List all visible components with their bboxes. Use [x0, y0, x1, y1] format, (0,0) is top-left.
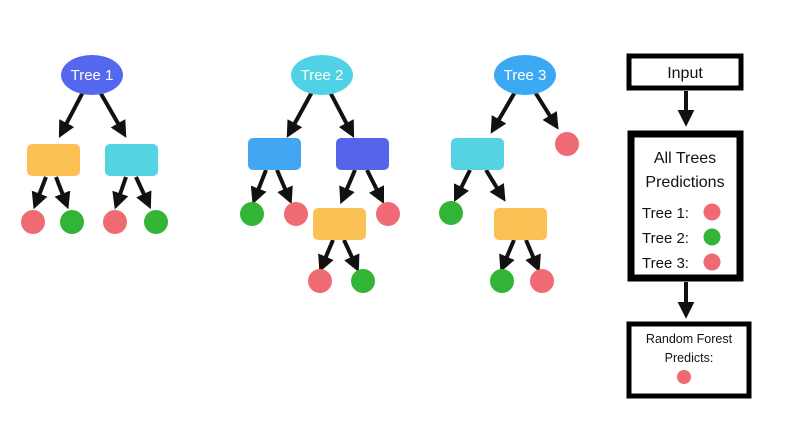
tree-1-edge-root-left: [58, 91, 85, 138]
tree-2-root-node: [291, 55, 353, 95]
predictions-box: [627, 130, 744, 282]
tree-2-leaf-green: [240, 202, 264, 226]
tree-1-root-node: [61, 55, 123, 95]
tree-3-edge-root-left: [490, 90, 517, 134]
tree-2-edge: [250, 169, 268, 205]
tree-3-split-node-left: [451, 138, 504, 170]
tree-2-leaf-red: [284, 202, 308, 226]
tree-2-edge: [339, 169, 357, 205]
tree-1-leaf-green: [60, 210, 84, 234]
tree-1-leaf-red: [21, 210, 45, 234]
predictions-title-line2: Predictions: [645, 174, 724, 191]
prediction-dot-red: [703, 203, 721, 221]
tree-3-root-node: [494, 55, 556, 95]
tree-1-edge-root-right: [98, 91, 127, 138]
result-dot-red: [677, 370, 691, 384]
tree-2-leaf-red: [308, 269, 332, 293]
tree-1: Tree 1: [21, 55, 168, 234]
tree-2-edge-root-right: [328, 91, 355, 138]
tree-3-edge: [453, 169, 472, 203]
prediction-dot-green: [703, 228, 721, 246]
input-label: Input: [667, 65, 703, 82]
tree-3-edge: [524, 239, 541, 273]
tree-3: Tree 3: [439, 55, 579, 293]
tree-2-edge: [365, 169, 385, 205]
aggregation-panel: Input All Trees Predictions Tree 1: Tree…: [626, 53, 752, 399]
result-box: [626, 321, 752, 399]
tree-3-leaf-green: [439, 201, 463, 225]
tree-2-leaf-green: [351, 269, 375, 293]
tree-1-edge: [134, 176, 152, 210]
tree-3-edge: [499, 239, 516, 273]
tree-2: Tree 2: [240, 55, 400, 293]
tree-1-leaf-red: [103, 210, 127, 234]
tree-1-split-node-left: [27, 144, 80, 176]
tree-3-leaf-red: [530, 269, 554, 293]
tree-2-leaf-red: [376, 202, 400, 226]
tree-1-edge: [54, 176, 71, 210]
prediction-row-label: Tree 2:: [642, 230, 689, 247]
tree-2-edge: [275, 169, 293, 205]
tree-3-label: Tree 3: [504, 67, 547, 84]
tree-3-leaf-red: [555, 132, 579, 156]
prediction-row-label: Tree 3:: [642, 255, 689, 272]
prediction-dot-red: [703, 253, 721, 271]
tree-2-edge: [318, 239, 335, 273]
result-title-line1: Random Forest: [646, 332, 733, 346]
tree-2-edge: [342, 239, 360, 273]
predictions-title-line1: All Trees: [654, 150, 716, 167]
tree-3-edge: [484, 168, 506, 202]
tree-1-edge: [112, 176, 129, 210]
tree-2-split-node-right: [336, 138, 389, 170]
prediction-row-label: Tree 1:: [642, 205, 689, 222]
tree-1-label: Tree 1: [71, 67, 114, 84]
tree-1-edge: [31, 176, 48, 210]
tree-3-edge-root-right: [533, 90, 559, 130]
tree-2-edge-root-left: [286, 91, 314, 138]
result-title-line2: Predicts:: [665, 351, 714, 365]
tree-1-leaf-green: [144, 210, 168, 234]
tree-1-split-node-right: [105, 144, 158, 176]
tree-3-split-node-lower: [494, 208, 547, 240]
tree-2-split-node-left: [248, 138, 301, 170]
input-box: [626, 53, 744, 91]
tree-3-leaf-green: [490, 269, 514, 293]
tree-2-split-node-lower: [313, 208, 366, 240]
tree-2-label: Tree 2: [301, 67, 344, 84]
